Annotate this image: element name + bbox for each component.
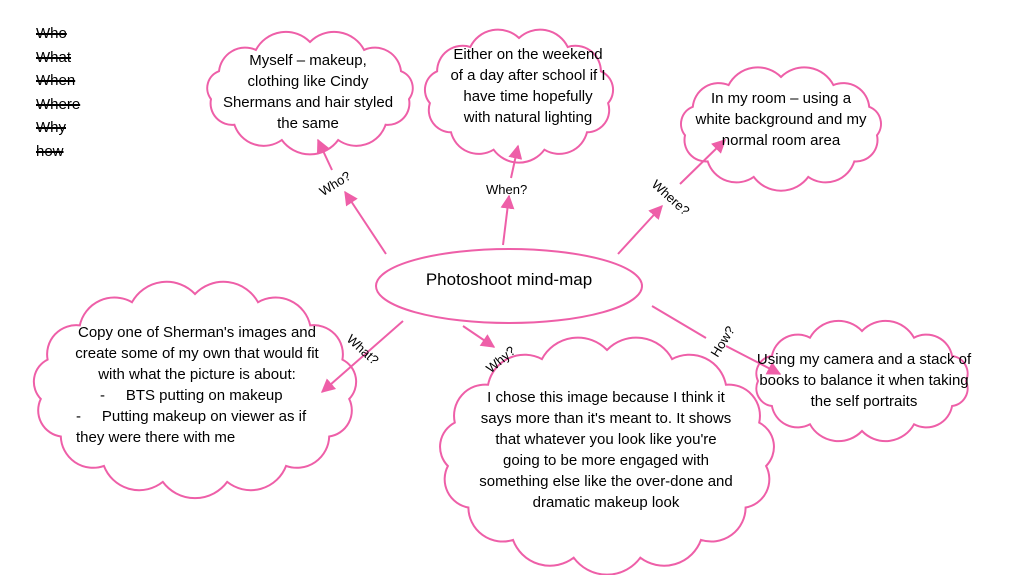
when-arrow-upper: [508, 144, 523, 179]
who-node-text: Myself – makeup, clothing like Cindy She…: [222, 52, 394, 132]
how-arrow: [651, 305, 707, 339]
why-node-text: I chose this image because I think it sa…: [479, 389, 733, 511]
when-arrow-label: When?: [486, 182, 528, 197]
who-arrow: [344, 190, 387, 255]
when-cloud: [423, 28, 615, 164]
how-node-text: Using my camera and a stack of books to …: [756, 351, 972, 410]
checklist-item-what: What: [36, 48, 72, 66]
what-arrow: [320, 320, 404, 393]
center-title: Photoshoot mind-map: [425, 270, 593, 289]
how-cloud: [755, 319, 969, 443]
who-arrow-upper: [316, 138, 333, 171]
what-list-item: - BTS putting on makeup: [100, 387, 283, 404]
checklist: Who What When Where Why how: [36, 22, 80, 163]
checklist-item-where: Where: [36, 95, 81, 113]
what-node: Copy one of Sherman's images and create …: [64, 322, 330, 448]
center-ellipse: [375, 248, 643, 324]
what-node-text: Copy one of Sherman's images and create …: [75, 324, 319, 383]
where-node-text: In my room – using a white background an…: [695, 90, 867, 149]
what-list-item: - Putting makeup on viewer as if they we…: [76, 408, 307, 446]
checklist-item-how: how: [36, 142, 64, 160]
checklist-item-who: Who: [36, 25, 67, 42]
checklist-item-why: Why: [36, 119, 66, 136]
who-cloud: [206, 30, 414, 156]
what-cloud: [32, 280, 358, 500]
checklist-item-when: When: [36, 72, 76, 89]
where-cloud: [680, 66, 882, 192]
when-arrow: [500, 194, 515, 246]
where-arrow-upper: [679, 139, 727, 185]
how-arrow-lower: [725, 345, 782, 375]
why-arrow: [462, 325, 496, 348]
where-arrow: [617, 204, 663, 255]
when-node-text: Either on the weekend of a day after sch…: [450, 46, 606, 126]
